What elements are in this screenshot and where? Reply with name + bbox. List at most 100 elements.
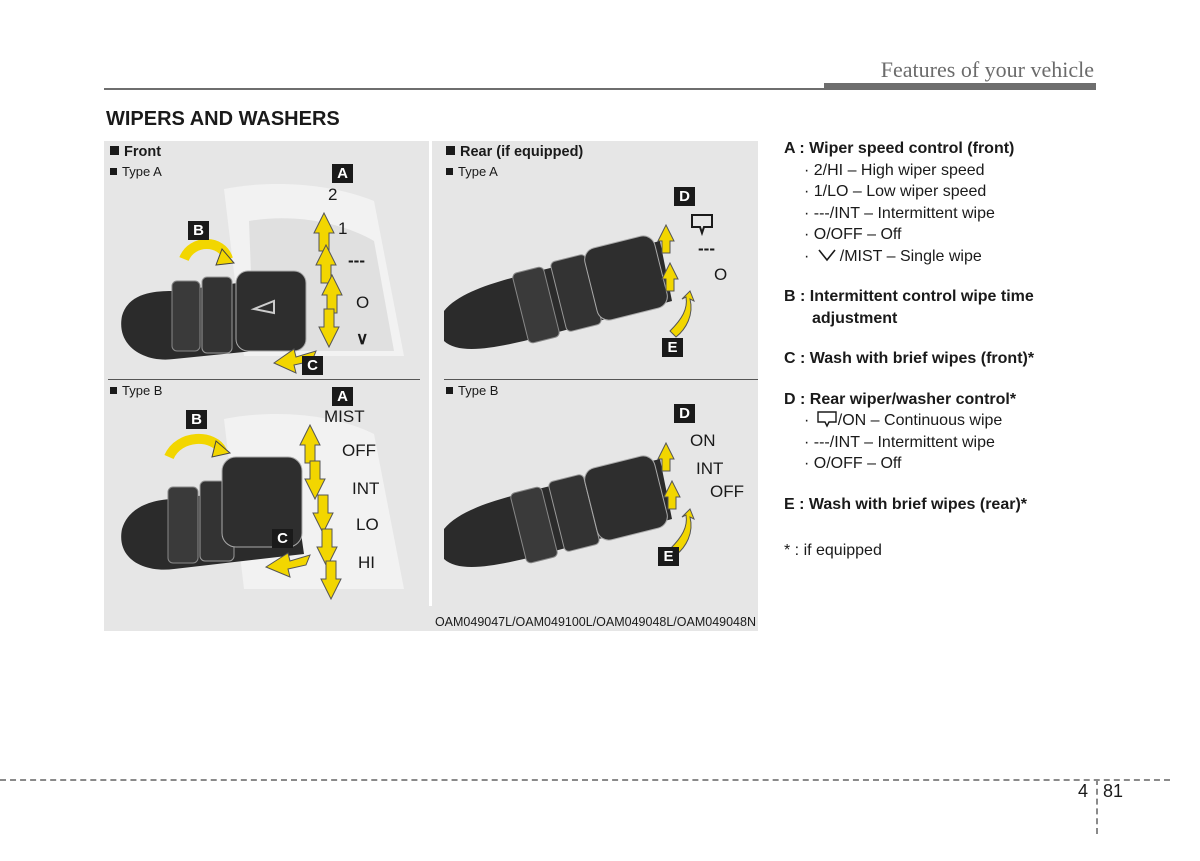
legend-a-item: · ---/INT – Intermittent wipe xyxy=(804,204,995,222)
up-arrow-icon xyxy=(657,441,675,472)
spacer xyxy=(784,267,1084,286)
down-arrow-icon xyxy=(304,460,326,501)
rear-divider xyxy=(444,379,758,380)
type-b-label: Type B xyxy=(446,383,498,398)
type-a-label: Type A xyxy=(110,164,162,179)
rear-type-a-illustration xyxy=(444,214,713,349)
front-label: Front xyxy=(110,144,161,160)
legend-d-item-on: · /ON – Continuous wipe xyxy=(804,411,1003,429)
legend-b-heading: B : Intermittent control wipe time xyxy=(784,288,1034,305)
rotate-arrowhead-icon xyxy=(215,248,235,266)
pos-2-label: 2 xyxy=(328,185,338,204)
tag-b: B xyxy=(186,410,207,429)
bullet-square-icon xyxy=(446,168,453,175)
stalk-ring-1 xyxy=(171,280,201,352)
up-arrow-icon xyxy=(299,423,321,464)
panel-rear-type-b: Type B D E ON INT OFF xyxy=(440,379,758,606)
spacer xyxy=(784,370,1084,389)
legend-note: * : if equipped xyxy=(784,542,882,559)
position-arrows xyxy=(264,423,342,601)
up-arrow-icon xyxy=(661,261,679,292)
tag-c: C xyxy=(272,529,293,548)
up-arrow-icon xyxy=(321,273,343,314)
up-arrow-icon xyxy=(313,211,335,252)
pos-off-label: OFF xyxy=(342,441,376,460)
stalk-end-cap xyxy=(235,270,307,352)
tag-e: E xyxy=(662,338,683,357)
panel-front-type-a: Front Type A A B C 2 1 --- O ∨ xyxy=(104,141,429,379)
position-arrows xyxy=(272,211,343,374)
pos-lo-label: LO xyxy=(356,515,379,534)
legend-d-item: · O/OFF – Off xyxy=(804,455,902,472)
rear-washer-icon xyxy=(817,411,837,428)
figure-divider-vertical xyxy=(429,141,432,606)
pos-int-label: INT xyxy=(696,459,724,478)
bullet-square-icon xyxy=(446,387,453,394)
legend-d-heading: D : Rear wiper/washer control* xyxy=(784,390,1017,408)
spacer xyxy=(784,475,1084,494)
type-a-label: Type A xyxy=(446,164,498,179)
up-arrow-icon xyxy=(315,243,337,284)
stalk-ring-1 xyxy=(512,266,560,344)
legend-e-heading: E : Wash with brief wipes (rear)* xyxy=(784,495,1028,513)
tag-a: A xyxy=(332,164,353,183)
legend-a-item: · 2/HI – High wiper speed xyxy=(804,161,985,179)
pos-hi-label: HI xyxy=(358,553,375,572)
legend-a-item: · O/OFF – Off xyxy=(804,226,902,243)
bullet-square-icon xyxy=(110,146,119,155)
pos-int-label: INT xyxy=(352,479,380,498)
legend: A : Wiper speed control (front) · 2/HI –… xyxy=(784,138,1084,562)
bullet-square-icon xyxy=(110,168,117,175)
pos-int-label: --- xyxy=(348,251,365,270)
legend-b-continuation: adjustment xyxy=(812,309,898,327)
pos-off-label: O xyxy=(714,265,728,284)
tag-d: D xyxy=(674,404,695,423)
legend-a-heading: A : Wiper speed control (front) xyxy=(784,140,1015,157)
pos-1-label: 1 xyxy=(338,219,348,238)
pos-int-label: --- xyxy=(698,239,715,258)
chapter-number: 4 xyxy=(1078,781,1089,801)
wash-arrow-icon xyxy=(669,290,695,338)
spacer xyxy=(784,329,1084,348)
tag-a: A xyxy=(332,387,353,406)
legend-c-heading: C : Wash with brief wipes (front)* xyxy=(784,350,1035,367)
wiper-figure: Front Type A A B C 2 1 --- O ∨ xyxy=(104,141,758,631)
panel-rear-type-a: Rear (if equipped) Type A D E --- O xyxy=(440,141,758,379)
footer-separator xyxy=(1096,779,1098,834)
figure-ref-code: OAM049047L/OAM049100L/OAM049048L/OAM0490… xyxy=(434,615,756,629)
legend-a-item-mist: · /MIST – Single wipe xyxy=(804,247,982,265)
down-arrow-icon xyxy=(320,560,342,601)
tag-e: E xyxy=(658,547,679,566)
tag-c: C xyxy=(302,356,323,375)
panel-front-type-b: Type B A B C MIST OFF INT LO HI xyxy=(104,379,429,606)
wiper-symbol-icon xyxy=(250,299,275,315)
front-type-a-illustration xyxy=(121,184,404,374)
front-divider xyxy=(108,379,420,380)
down-arrow-icon xyxy=(316,528,338,569)
down-arrow-icon xyxy=(312,494,334,535)
spacer xyxy=(784,515,1084,540)
stalk-end-cap xyxy=(221,456,303,548)
rotate-arrowhead-icon xyxy=(211,440,232,458)
footer-rule xyxy=(0,779,1170,781)
stalk-end-cap xyxy=(584,455,668,541)
pos-mist-label: ∨ xyxy=(356,329,369,348)
wash-arrow-icon xyxy=(669,508,695,556)
type-b-label: Type B xyxy=(110,383,162,398)
rear-type-b-illustration xyxy=(444,441,695,567)
legend-d-item: · ---/INT – Intermittent wipe xyxy=(804,433,995,451)
header-bar xyxy=(824,83,1096,90)
rear-label: Rear (if equipped) xyxy=(446,144,583,160)
header-title: Features of your vehicle xyxy=(880,57,1094,82)
pos-off-label: OFF xyxy=(710,482,744,501)
bullet-dot: · xyxy=(804,247,810,265)
stalk-ring-1 xyxy=(510,486,558,564)
pos-off-label: O xyxy=(356,293,370,312)
header-rule xyxy=(104,88,1096,90)
stalk-end-cap xyxy=(584,235,668,321)
tag-d: D xyxy=(674,187,695,206)
front-type-b-illustration xyxy=(121,414,404,601)
mist-chevron-icon xyxy=(818,249,836,261)
wash-arrow-icon xyxy=(264,552,311,578)
bullet-square-icon xyxy=(110,387,117,394)
